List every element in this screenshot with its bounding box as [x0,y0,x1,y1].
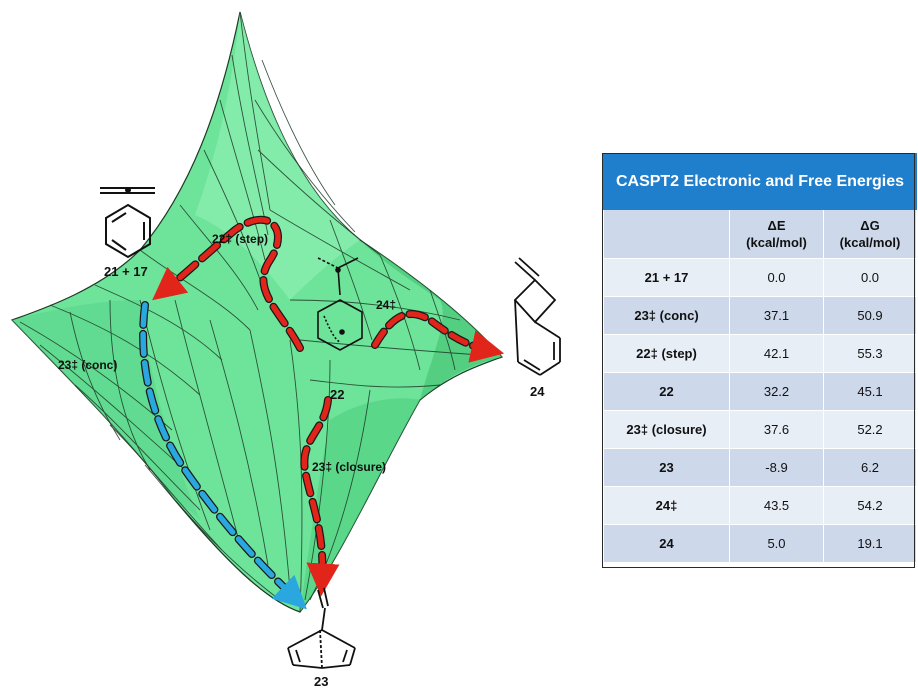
table-row: 22 32.2 45.1 [603,372,918,411]
structure-23 [287,587,356,669]
row-label: 24‡ [603,486,730,525]
row-label: 22‡ (step) [603,334,730,373]
label-ts-24: 24‡ [376,298,396,312]
surface-right-lip [360,240,502,400]
table-row: 23 -8.9 6.2 [603,448,918,487]
row-dg: 52.2 [822,410,918,449]
surface-grid [19,11,481,613]
row-de: 5.0 [729,524,824,563]
row-label: 24 [603,524,730,563]
header-dg: ΔG(kcal/mol) [822,209,918,259]
path-concerted-blue [140,302,307,610]
label-ts-closure: 23‡ (closure) [312,460,386,474]
row-dg: 55.3 [822,334,918,373]
path-step-ts-red [152,217,303,351]
table-title: CASPT2 Electronic and Free Energies [602,153,918,210]
structure-22 [317,257,363,351]
label-product-24: 24 [530,384,545,399]
row-label: 23‡ (conc) [603,296,730,335]
path-24-ts-red [372,311,505,363]
structure-21-17 [100,187,155,259]
label-product-23: 23 [314,674,328,689]
table-row: 24‡ 43.5 54.2 [603,486,918,525]
row-label: 21 + 17 [603,258,730,297]
path-closure-red [301,397,340,597]
table-row: 21 + 17 0.0 0.0 [603,258,918,297]
row-de: 42.1 [729,334,824,373]
label-ts-conc: 23‡ (conc) [58,358,117,372]
header-empty [603,209,730,259]
row-label: 23 [603,448,730,487]
row-dg: 19.1 [822,524,918,563]
label-intermediate: 22 [330,387,344,402]
label-reactants: 21 + 17 [104,264,148,279]
potential-energy-surface: 21 + 17 22‡ (step) 23‡ (conc) 22 24‡ 24 … [10,11,561,689]
structure-24 [513,257,561,376]
label-ts-step: 22‡ (step) [212,232,268,246]
row-dg: 54.2 [822,486,918,525]
row-dg: 50.9 [822,296,918,335]
table-row: 23‡ (conc) 37.1 50.9 [603,296,918,335]
table-row: 22‡ (step) 42.1 55.3 [603,334,918,373]
header-de: ΔE(kcal/mol) [729,209,824,259]
row-de: 43.5 [729,486,824,525]
row-de: 0.0 [729,258,824,297]
energy-table: CASPT2 Electronic and Free Energies ΔE(k… [602,153,918,563]
table-row: 23‡ (closure) 37.6 52.2 [603,410,918,449]
row-de: 37.6 [729,410,824,449]
surface-left-ridge [12,300,200,520]
surface-valley [300,398,420,612]
row-label: 22 [603,372,730,411]
table-row: 24 5.0 19.1 [603,524,918,563]
row-de: 32.2 [729,372,824,411]
row-dg: 6.2 [822,448,918,487]
row-dg: 0.0 [822,258,918,297]
row-de: -8.9 [729,448,824,487]
row-dg: 45.1 [822,372,918,411]
row-label: 23‡ (closure) [603,410,730,449]
row-de: 37.1 [729,296,824,335]
